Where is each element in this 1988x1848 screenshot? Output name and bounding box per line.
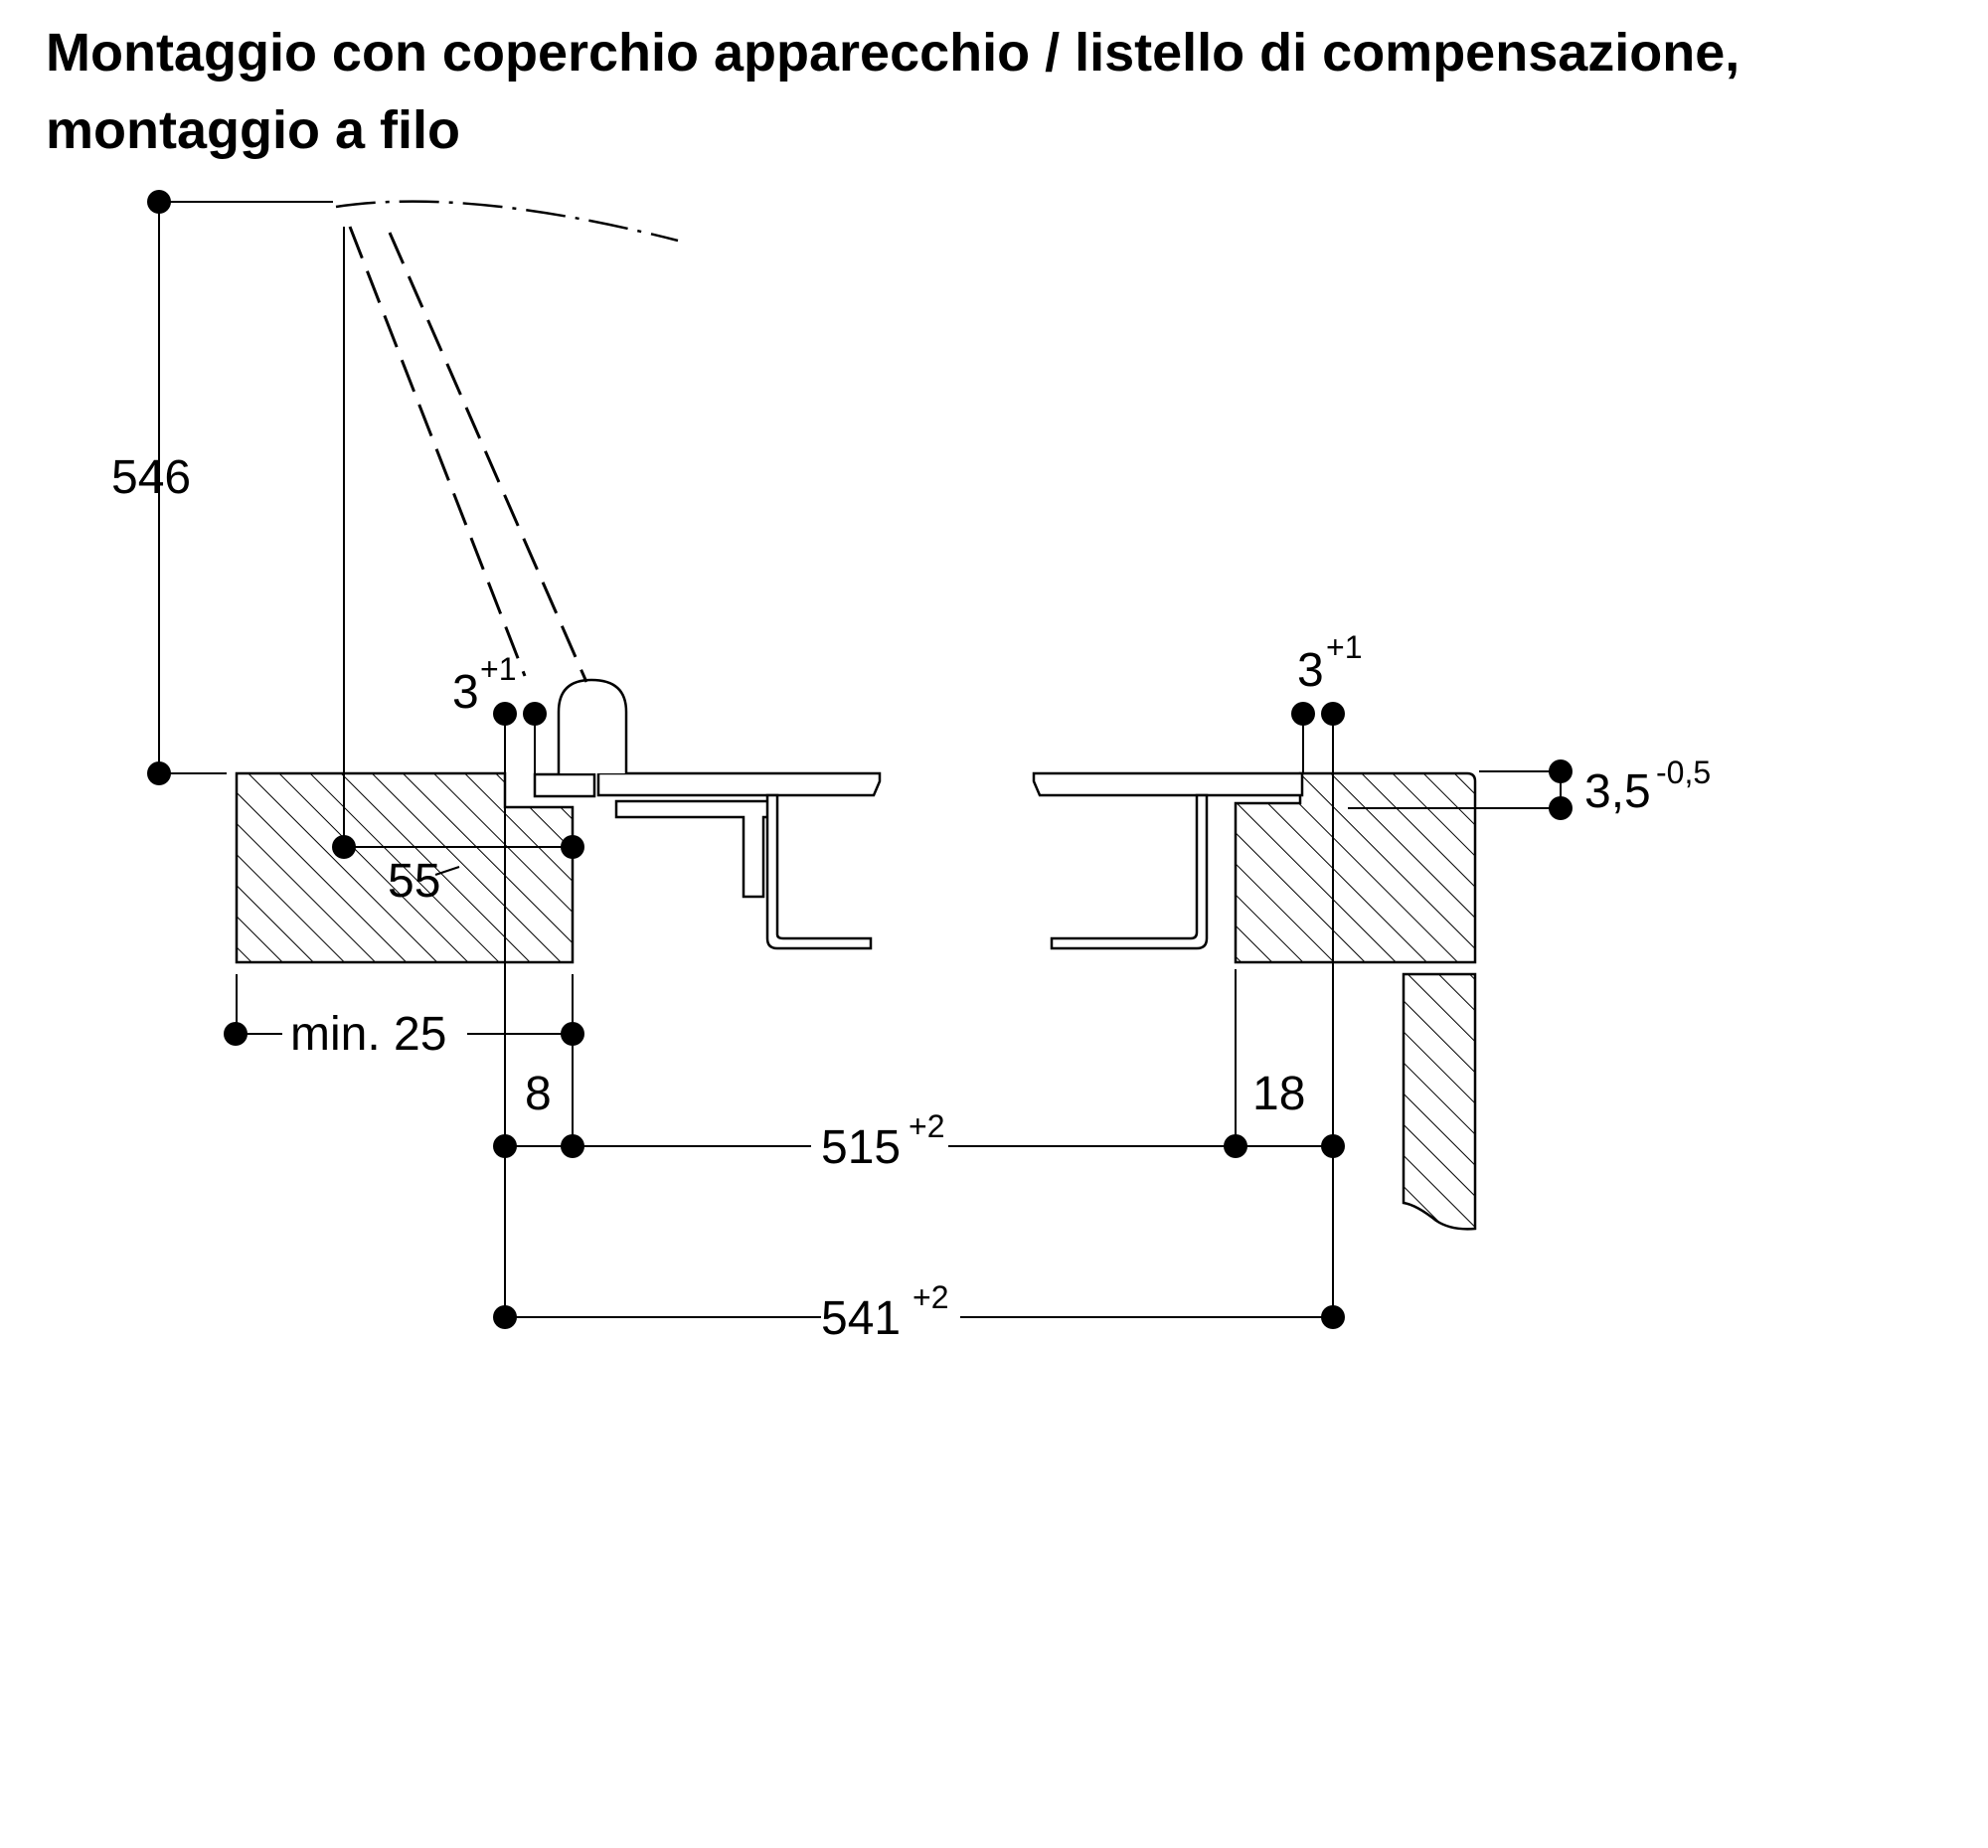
dot bbox=[493, 1134, 517, 1158]
dim-8-label: 8 bbox=[525, 1068, 552, 1120]
dim-gap-left-tolerance: +1 bbox=[480, 651, 516, 687]
title-line-2: montaggio a filo bbox=[46, 100, 460, 160]
dim-515-label: 515 bbox=[821, 1121, 901, 1174]
dot bbox=[1291, 702, 1315, 726]
dot bbox=[224, 1022, 248, 1046]
hob-glass-right bbox=[1032, 771, 1304, 797]
dot bbox=[147, 190, 171, 214]
dot bbox=[1321, 702, 1345, 726]
dot bbox=[147, 761, 171, 785]
dot bbox=[561, 835, 584, 859]
diagram-title: Montaggio con coperchio apparecchio / li… bbox=[46, 14, 1974, 169]
dot bbox=[1321, 1305, 1345, 1329]
dimension-lines bbox=[158, 201, 1562, 1318]
dot bbox=[1549, 796, 1573, 820]
dim-541-label: 541 bbox=[821, 1292, 901, 1345]
dim-55-label: 55 bbox=[388, 855, 440, 908]
lid-hinge bbox=[557, 678, 628, 773]
dot bbox=[1224, 1134, 1247, 1158]
hob-bracket-right bbox=[1050, 793, 1209, 950]
lid-open-outline bbox=[348, 226, 588, 683]
dim-541-tolerance: +2 bbox=[912, 1279, 948, 1315]
dim-depth-step-tolerance: -0,5 bbox=[1656, 755, 1711, 790]
cabinet-side-panel bbox=[1402, 972, 1477, 1231]
dot bbox=[493, 1305, 517, 1329]
dot bbox=[1549, 759, 1573, 783]
dim-min25-label: min. 25 bbox=[290, 1008, 446, 1061]
dim-546-label: 546 bbox=[111, 451, 191, 504]
hob-glass-left bbox=[596, 771, 882, 797]
dimension-dots bbox=[147, 190, 1573, 1329]
dot bbox=[561, 1134, 584, 1158]
hob-bracket-left bbox=[765, 793, 873, 950]
dim-18-label: 18 bbox=[1252, 1068, 1305, 1120]
compensation-strip bbox=[533, 772, 596, 798]
dim-515-tolerance: +2 bbox=[909, 1108, 944, 1144]
dot bbox=[523, 702, 547, 726]
dot bbox=[493, 702, 517, 726]
hob-frame-left bbox=[614, 799, 772, 899]
dot bbox=[1321, 1134, 1345, 1158]
lid-swing-arc bbox=[335, 200, 679, 243]
dim-gap-left-label: 3 bbox=[452, 666, 479, 719]
dot bbox=[332, 835, 356, 859]
dim-gap-right-label: 3 bbox=[1297, 644, 1324, 697]
dim-depth-step-label: 3,5 bbox=[1584, 765, 1651, 818]
right-worktop-section bbox=[1234, 771, 1477, 964]
dot bbox=[561, 1022, 584, 1046]
dim-gap-right-tolerance: +1 bbox=[1326, 629, 1362, 665]
title-line-1: Montaggio con coperchio apparecchio / li… bbox=[46, 23, 1740, 83]
